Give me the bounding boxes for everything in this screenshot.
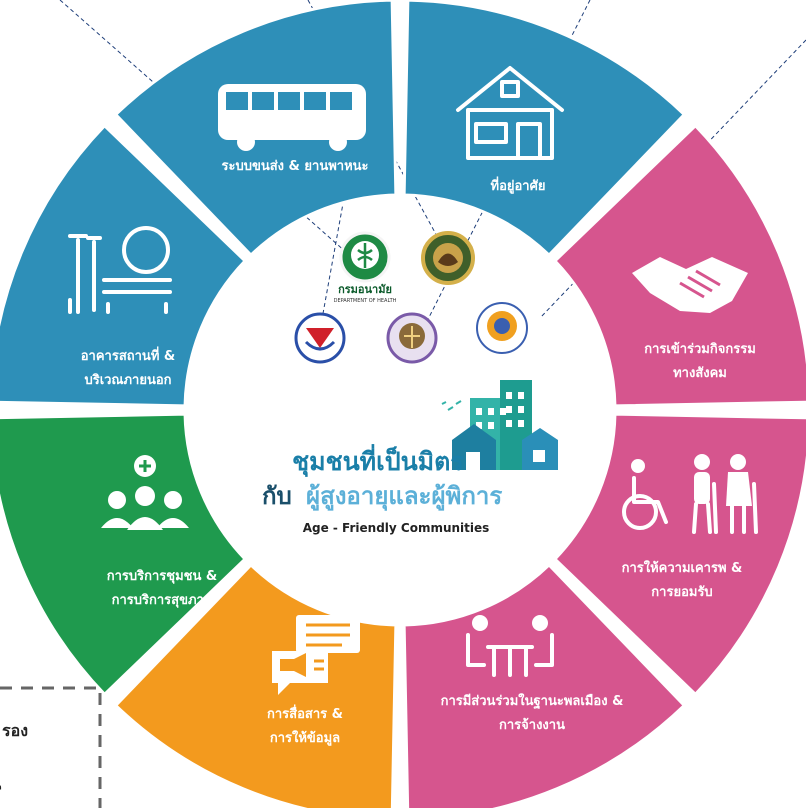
segment-label: ระบบขนส่ง & ยานพาหนะ bbox=[221, 159, 368, 174]
wheel-segment-shape bbox=[553, 124, 806, 408]
note-text-line1: รอง bbox=[2, 721, 28, 740]
segment-label: บริเวณภายนอก bbox=[84, 373, 171, 388]
segment-label: การมีส่วนร่วมในฐานะพลเมือง & bbox=[441, 692, 624, 710]
agency-seal-logo-2 bbox=[294, 312, 346, 364]
agency-seal-logo-3 bbox=[386, 312, 438, 364]
wheel-segment-6: การสื่อสาร & การให้ข้อมูล bbox=[114, 563, 398, 808]
subtitle-en: Age - Friendly Communities bbox=[303, 521, 490, 535]
wheel-segment-7: การบริการชุมชน & การบริการสุขภาพ bbox=[0, 412, 247, 696]
wheel-segment-shape bbox=[402, 0, 686, 257]
segment-label: การเข้าร่วมกิจกรรม bbox=[644, 341, 756, 357]
segment-label: ทางสังคม bbox=[673, 366, 727, 381]
note-text-line2: ุ bbox=[0, 785, 2, 790]
park-bench-icon bbox=[68, 226, 172, 314]
title-line1: ชุมชนที่เป็นมิตร bbox=[292, 444, 464, 478]
segment-label: การให้ข้อมูล bbox=[270, 729, 340, 746]
wheel-segment-8: อาคารสถานที่ & บริเวณภายนอก bbox=[0, 124, 247, 408]
wheel-segment-5: การมีส่วนร่วมในฐานะพลเมือง & การจ้างงาน bbox=[402, 563, 686, 808]
wheel-segment-2: ที่อยู่อาศัย bbox=[402, 0, 686, 257]
logo-ministry-public-health: กรมอนามัย DEPARTMENT OF HEALTH bbox=[334, 231, 397, 304]
buildings-icon bbox=[441, 380, 558, 470]
wheel-segment-shape bbox=[0, 124, 247, 408]
center-title: ชุมชนที่เป็นมิตร กับ ผู้สูงอายุและผู้พิก… bbox=[262, 380, 558, 535]
title-prefix: กับ bbox=[262, 482, 292, 510]
house-icon bbox=[456, 66, 564, 160]
segment-label: การให้ความเคารพ & bbox=[622, 559, 743, 576]
segment-label: การสื่อสาร & bbox=[267, 704, 343, 722]
note-box: รอง ุ bbox=[0, 686, 102, 808]
meeting-table-icon bbox=[466, 615, 554, 677]
segment-label: การจ้างงาน bbox=[499, 717, 565, 733]
segment-label: การบริการชุมชน & bbox=[107, 569, 218, 584]
wheel-segment-4: การให้ความเคารพ & การยอมรับ bbox=[553, 412, 806, 696]
segment-label: อาคารสถานที่ & bbox=[81, 346, 176, 364]
bus-icon bbox=[218, 84, 366, 151]
agency-seal-logo-1 bbox=[421, 231, 475, 285]
logo-caption-en: DEPARTMENT OF HEALTH bbox=[334, 298, 397, 304]
segment-label: การยอมรับ bbox=[651, 585, 712, 600]
segment-label: ที่อยู่อาศัย bbox=[491, 176, 546, 194]
handshake-icon bbox=[632, 257, 748, 313]
wheel-segment-1: ระบบขนส่ง & ยานพาหนะ bbox=[114, 0, 398, 257]
community-health-icon bbox=[101, 455, 189, 530]
logo-caption: กรมอนามัย bbox=[338, 283, 392, 296]
agency-seal-logo-4 bbox=[476, 302, 528, 354]
title-line2: ผู้สูงอายุและผู้พิการ bbox=[306, 482, 502, 512]
segment-label: การบริการสุขภาพ bbox=[112, 593, 213, 608]
elderly-disabled-icon bbox=[622, 454, 758, 534]
wheel-segment-shape bbox=[0, 412, 247, 696]
megaphone-chat-icon bbox=[272, 615, 360, 695]
